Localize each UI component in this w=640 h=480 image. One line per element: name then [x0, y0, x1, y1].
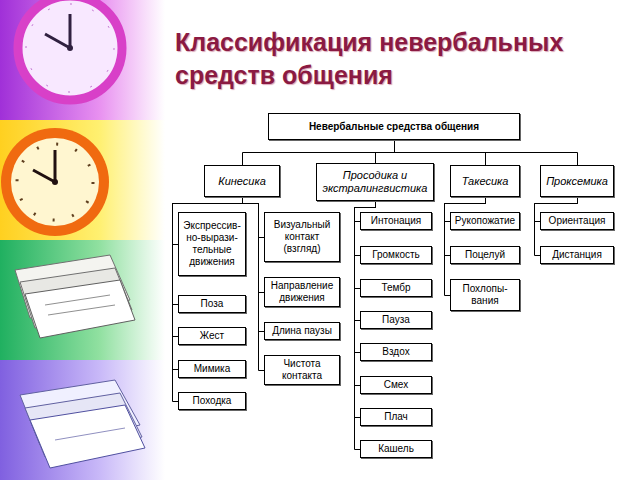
node-label: Поза	[201, 298, 224, 310]
node-label: Просодика и экстралингвистика	[320, 169, 430, 195]
connector	[376, 140, 395, 163]
node-label: Плач	[384, 411, 408, 423]
node-label: Рукопожатие	[455, 215, 515, 227]
item-box: Плач	[360, 408, 432, 426]
node-label: Вздох	[382, 346, 409, 358]
node-label: Пауза	[382, 314, 410, 326]
papers-illustration	[20, 380, 145, 468]
node-label: Интонация	[371, 215, 422, 227]
item-box: Чистота контакта	[264, 355, 340, 385]
node-label: Похлопы- вания	[454, 283, 516, 307]
item-box: Жест	[178, 327, 246, 345]
node-label: Направление движения	[268, 280, 336, 304]
category-box: Проксемика	[540, 165, 614, 197]
node-label: Дистанция	[552, 249, 602, 261]
item-box: Экспрессив- но-вырази- тельные движения	[178, 212, 246, 276]
node-label: Кинесика	[218, 175, 266, 188]
node-label: Поцелуй	[465, 249, 505, 261]
papers-illustration	[15, 255, 135, 338]
category-box: Просодика и экстралингвистика	[316, 163, 434, 201]
clock-illustration	[1, 128, 109, 236]
item-box: Громкость	[360, 246, 432, 264]
decoration-strip	[0, 0, 180, 480]
node-label: Кашель	[378, 443, 414, 455]
node-label: Визуальный контакт (взгляд)	[268, 219, 336, 255]
item-box: Интонация	[360, 212, 432, 230]
node-label: Смех	[384, 379, 408, 391]
node-label: Невербальные средства общения	[309, 121, 479, 133]
root-box: Невербальные средства общения	[268, 113, 520, 140]
item-box: Поцелуй	[450, 246, 520, 264]
slide-title: Классификация невербальных средств общен…	[175, 26, 615, 91]
item-box: Кашель	[360, 440, 432, 458]
node-label: Тембр	[381, 282, 410, 294]
item-box: Походка	[178, 392, 246, 410]
item-box: Пауза	[360, 311, 432, 329]
node-label: Длина паузы	[272, 325, 332, 337]
item-box: Похлопы- вания	[450, 279, 520, 311]
connector	[395, 140, 578, 165]
item-box: Вздох	[360, 343, 432, 361]
item-box: Смех	[360, 376, 432, 394]
band	[0, 240, 165, 360]
item-box: Направление движения	[264, 277, 340, 307]
item-box: Ориентация	[540, 212, 614, 230]
item-box: Поза	[178, 295, 246, 313]
clock-illustration	[18, 0, 122, 100]
node-label: Громкость	[372, 249, 420, 261]
node-label: Жест	[200, 330, 224, 342]
node-label: Ориентация	[549, 215, 606, 227]
category-box: Кинесика	[204, 165, 280, 197]
node-label: Такесика	[462, 175, 509, 188]
node-label: Мимика	[194, 363, 231, 375]
connector	[243, 140, 395, 165]
node-label: Чистота контакта	[268, 358, 336, 382]
node-label: Походка	[193, 395, 232, 407]
band	[0, 360, 165, 480]
band	[0, 120, 165, 240]
item-box: Длина паузы	[264, 322, 340, 340]
node-label: Проксемика	[546, 175, 608, 188]
category-box: Такесика	[450, 165, 520, 197]
item-box: Тембр	[360, 279, 432, 297]
item-box: Дистанция	[540, 246, 614, 264]
item-box: Рукопожатие	[450, 212, 520, 230]
node-label: Экспрессив- но-вырази- тельные движения	[182, 220, 242, 268]
item-box: Мимика	[178, 360, 246, 378]
item-box: Визуальный контакт (взгляд)	[264, 212, 340, 262]
